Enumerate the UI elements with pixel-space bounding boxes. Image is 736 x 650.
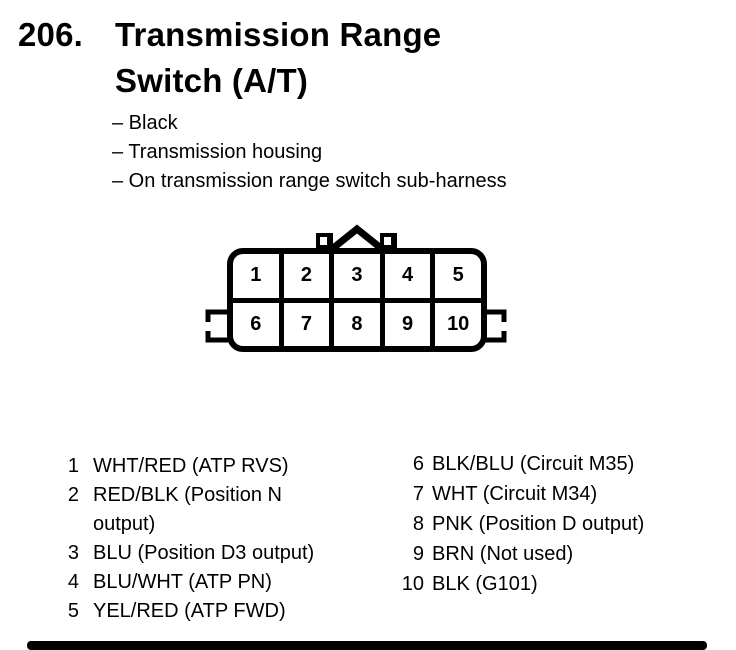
pin-list-item: 10 BLK (G101) bbox=[398, 569, 728, 599]
connector-body: 1 2 3 4 5 6 7 8 9 10 bbox=[227, 248, 487, 352]
pin-number: 5 bbox=[67, 600, 79, 622]
title-line-1: Transmission Range bbox=[115, 16, 442, 53]
connector-pin-7: 7 bbox=[283, 302, 330, 346]
pin-list-item: 5 YEL/RED (ATP FWD) bbox=[62, 597, 382, 626]
pin-list-left: 1 WHT/RED (ATP RVS) 2 RED/BLK (Position … bbox=[62, 452, 382, 626]
pin-number: 2 bbox=[67, 484, 79, 506]
pin-description: BLK (G101) bbox=[432, 573, 538, 595]
note-harness: – On transmission range switch sub-harne… bbox=[112, 170, 507, 192]
pin-list-item: 8 PNK (Position D output) bbox=[398, 509, 728, 539]
pin-description: BLK/BLU (Circuit M35) bbox=[432, 453, 635, 475]
pin-description: WHT/RED (ATP RVS) bbox=[93, 455, 289, 477]
connector-pin-9: 9 bbox=[384, 302, 431, 346]
pin-list-item: 7 WHT (Circuit M34) bbox=[398, 479, 728, 509]
pin-description: YEL/RED (ATP FWD) bbox=[93, 600, 286, 622]
connector-pin-3: 3 bbox=[334, 254, 380, 298]
connector-latch-chevron-icon bbox=[329, 224, 385, 252]
connector-notes: – Black – Transmission housing – On tran… bbox=[112, 109, 507, 196]
pin-number: 4 bbox=[67, 571, 79, 593]
section-number: 206. bbox=[18, 16, 84, 53]
pin-description: PNK (Position D output) bbox=[432, 513, 645, 535]
pin-description: WHT (Circuit M34) bbox=[432, 483, 598, 505]
pin-description: BRN (Not used) bbox=[432, 543, 574, 565]
pin-list-item: 4 BLU/WHT (ATP PN) bbox=[62, 568, 382, 597]
connector-pin-4: 4 bbox=[384, 254, 431, 298]
pin-number: 1 bbox=[67, 455, 79, 477]
connector-pin-10: 10 bbox=[435, 302, 481, 346]
pin-list-item: 6 BLK/BLU (Circuit M35) bbox=[398, 449, 728, 479]
pin-description: BLU/WHT (ATP PN) bbox=[93, 571, 272, 593]
note-location: – Transmission housing bbox=[112, 141, 323, 163]
connector-side-tab-left-icon bbox=[205, 309, 237, 343]
pin-list-item: 1 WHT/RED (ATP RVS) bbox=[62, 452, 382, 481]
section-title: 206. Transmission Range Switch (A/T) bbox=[18, 12, 545, 104]
section-title-text: Transmission Range Switch (A/T) bbox=[115, 12, 545, 104]
pin-number: 3 bbox=[67, 542, 79, 564]
pin-number: 10 bbox=[401, 573, 424, 595]
pin-number: 7 bbox=[412, 483, 424, 505]
pin-list-item: 9 BRN (Not used) bbox=[398, 539, 728, 569]
scan-artifact-bar bbox=[27, 641, 707, 650]
pin-description: BLU (Position D3 output) bbox=[93, 542, 315, 564]
pin-list-item: 3 BLU (Position D3 output) bbox=[62, 539, 382, 568]
pin-number: 6 bbox=[412, 453, 424, 475]
connector-pin-1: 1 bbox=[233, 254, 279, 298]
pin-number: 9 bbox=[412, 543, 424, 565]
connector-pin-6: 6 bbox=[233, 302, 279, 346]
connector-pin-grid: 1 2 3 4 5 6 7 8 9 10 bbox=[233, 254, 481, 346]
pin-number: 8 bbox=[412, 513, 424, 535]
connector-top-tab-right-icon bbox=[380, 233, 397, 255]
note-color: – Black bbox=[112, 112, 178, 134]
pin-list-right: 6 BLK/BLU (Circuit M35) 7 WHT (Circuit M… bbox=[398, 449, 728, 599]
connector-pin-5: 5 bbox=[435, 254, 481, 298]
connector-pin-2: 2 bbox=[283, 254, 330, 298]
title-line-2: Switch (A/T) bbox=[115, 62, 309, 99]
connector-outline-decorations bbox=[203, 224, 509, 343]
pin-list-item: 2 RED/BLK (Position N output) bbox=[62, 481, 382, 539]
connector-side-tab-right-icon bbox=[475, 309, 507, 343]
connector-top-tab-left-icon bbox=[316, 233, 333, 255]
pin-description: RED/BLK (Position N output) bbox=[93, 484, 282, 535]
connector-pin-8: 8 bbox=[334, 302, 380, 346]
